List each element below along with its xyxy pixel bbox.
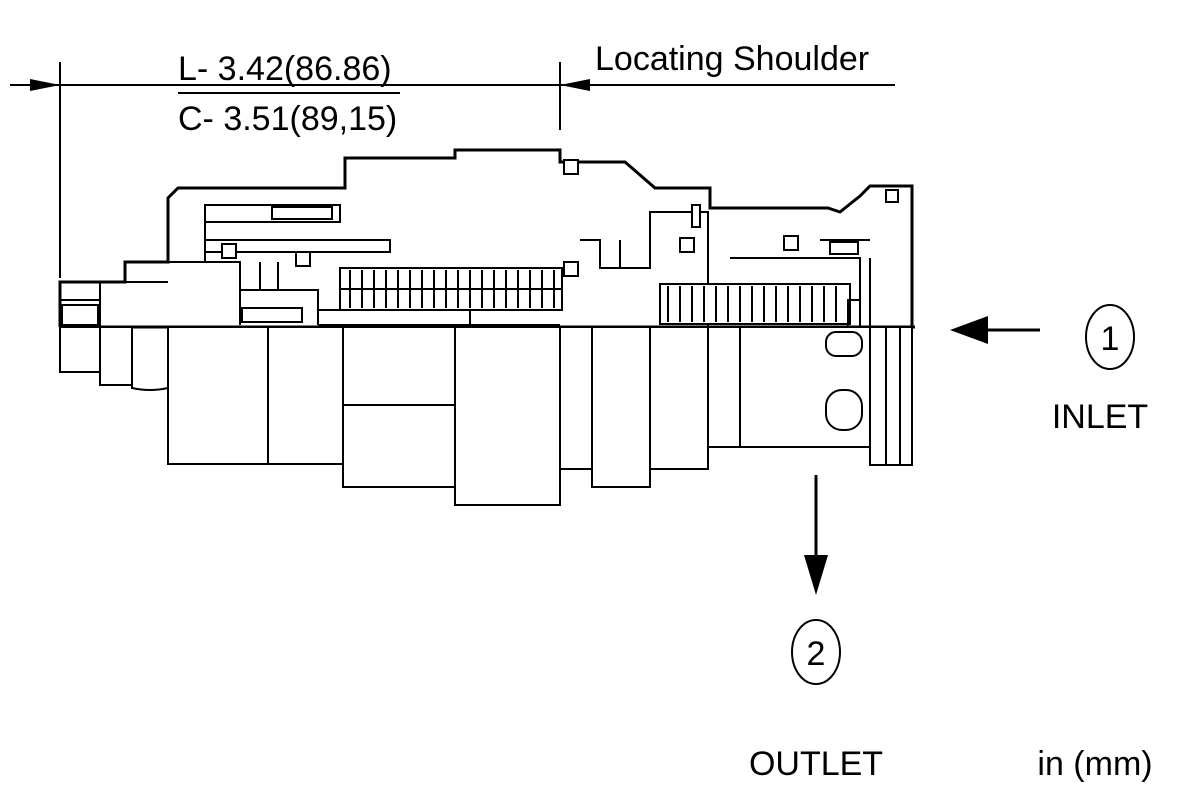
cavity-dimension-label: C- 3.51(89,15) [178,100,397,138]
hex-section-1 [167,326,269,465]
outlet-arrow-icon [804,555,828,595]
main-spring-coils-icon [340,270,562,308]
hex-section-3 [454,326,561,506]
dim-arrow-right-icon [560,79,590,91]
outlet-flow [804,475,828,595]
inlet-arrow-icon [950,316,988,344]
secondary-spring-coils-icon [667,286,837,322]
length-dimension-label: L- 3.42(86.86) [178,50,392,88]
inlet-label: INLET [1052,398,1148,436]
collar-3 [649,326,709,470]
dim-arrow-left-icon [30,79,60,91]
locating-shoulder-label: Locating Shoulder [595,40,869,78]
units-label: in (mm) [1037,745,1152,783]
end-ring-2 [885,326,901,466]
hex-body [342,326,456,488]
collar-2 [591,326,651,488]
inlet-port-number: 1 [1101,320,1120,358]
adjuster-nut [99,326,133,386]
inlet-port-marker: 1 [1085,304,1135,370]
nose-stub [59,326,101,373]
end-ring-3 [899,326,913,466]
port-slot-outlet [825,389,863,431]
inlet-flow [950,316,1040,344]
dimension-lines [10,62,895,278]
secondary-spring [659,283,851,325]
end-ring-1 [869,326,887,466]
hex-section-2 [267,326,344,465]
collar-1 [559,326,593,470]
outlet-port-number: 2 [807,635,826,673]
valve-body [58,148,915,506]
port-slot-inlet [825,331,863,357]
outlet-label: OUTLET [749,745,883,783]
outlet-port-marker: 2 [791,619,841,685]
